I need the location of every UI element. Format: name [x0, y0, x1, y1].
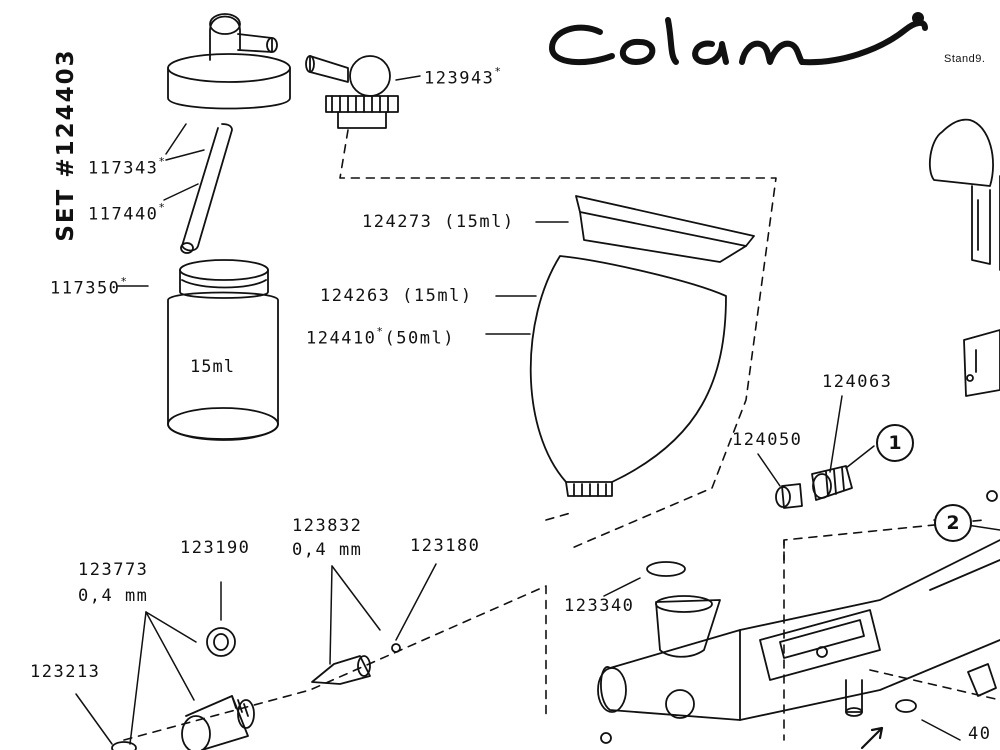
- small-washer: [895, 699, 917, 713]
- label-123190: 123190: [180, 538, 251, 558]
- label-cut-off: 40: [968, 724, 992, 744]
- small-ring: [600, 732, 612, 744]
- nozzle-cap-parts: [775, 465, 853, 509]
- arrow-indicator: [860, 726, 884, 750]
- callout-1: 1: [876, 424, 914, 462]
- assembly-guides: [123, 129, 1000, 741]
- label-123340: 123340: [564, 596, 635, 616]
- airbrush-body: [597, 490, 1000, 721]
- trigger-lever: [928, 118, 1000, 397]
- set-title: SET #124403: [53, 48, 79, 242]
- label-124263: 124263 (15ml): [320, 286, 473, 306]
- siphon-tube: [180, 123, 233, 254]
- label-124063: 124063: [822, 372, 893, 392]
- washer-123213: [111, 741, 137, 750]
- label-123832: 123832: [292, 516, 363, 536]
- label-123180: 123180: [410, 536, 481, 556]
- nozzle-123773: [181, 695, 255, 750]
- label-123773-size: 0,4 mm: [78, 586, 149, 606]
- washer-123340: [646, 561, 686, 577]
- label-123832-size: 0,4 mm: [292, 540, 363, 560]
- cup-lid-124273: [575, 195, 755, 263]
- label-123773: 123773: [78, 560, 149, 580]
- jar-capacity-label: 15ml: [190, 357, 235, 377]
- jar-15ml: [167, 259, 279, 441]
- label-117440: 117440*: [88, 201, 167, 225]
- callout-2: 2: [934, 504, 972, 542]
- cup-lid: [167, 13, 291, 110]
- small-nut: [967, 663, 997, 697]
- colani-logo: [549, 12, 928, 66]
- label-123213: 123213: [30, 662, 101, 682]
- elbow-fitting: [305, 55, 399, 129]
- label-117343: 117343*: [88, 155, 167, 179]
- stand-label: Stand9.: [944, 53, 986, 65]
- label-124273: 124273 (15ml): [362, 212, 515, 232]
- needle-123832: [311, 643, 401, 685]
- label-124410: 124410*(50ml): [306, 325, 455, 349]
- label-124050: 124050: [732, 430, 803, 450]
- gravity-cup: [529, 255, 727, 497]
- label-117350: 117350*: [50, 275, 129, 299]
- leader-lines: [75, 75, 1000, 745]
- o-ring-123190: [206, 627, 236, 657]
- label-123943: 123943*: [424, 65, 503, 89]
